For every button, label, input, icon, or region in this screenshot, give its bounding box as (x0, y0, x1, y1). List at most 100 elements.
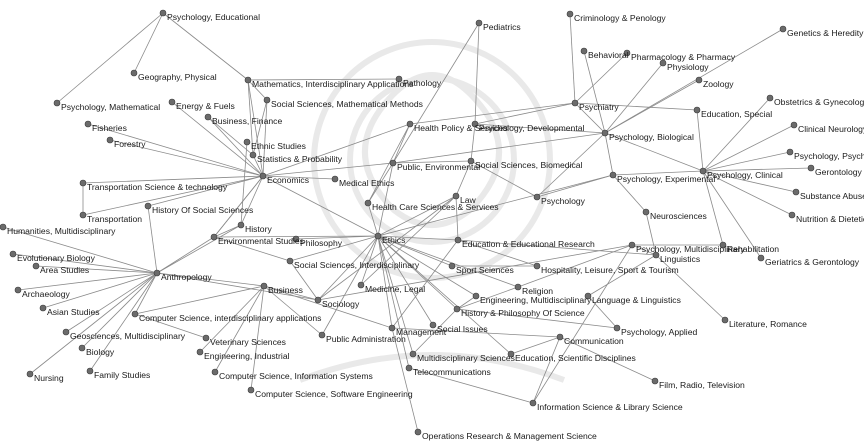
node-label-sport: Sport Sciences (456, 265, 514, 275)
node-eng_ind (196, 348, 204, 356)
edge-med_legal-ethics (360, 235, 379, 286)
node-label-area: Area Studies (40, 265, 89, 275)
node-label-psych_clinical: Psychology, Clinical (707, 170, 783, 180)
node-label-eng_multi: Engineering, Multidisciplinary (480, 295, 592, 305)
edge-psychiatry-psych_dev (474, 102, 576, 125)
node-label-psych_psychoanalysis: Psychology, Psychoanalysis (794, 151, 864, 161)
edge-physiology-psych_bio (604, 62, 664, 134)
node-label-family: Family Studies (94, 370, 150, 380)
node-cs_inter (131, 310, 139, 318)
edge-economics-public_env (262, 162, 394, 177)
edge-hc_sci-public_env (367, 162, 394, 204)
edge-family-anthropology (89, 272, 158, 372)
edge-cs_soft-business (250, 285, 265, 391)
node-business (260, 282, 268, 290)
node-film (651, 377, 659, 385)
node-physiology (659, 59, 667, 67)
node-label-multi_sci: Multidisciplinary Sciences (417, 353, 515, 363)
edge-hist_ss-anthropology (147, 205, 158, 274)
node-health_policy (406, 120, 414, 128)
node-psych_psychoanalysis (786, 148, 794, 156)
node-archaeology (14, 286, 22, 294)
node-psych_edu (159, 9, 167, 17)
edge-psych_bio-psychology (536, 132, 606, 198)
node-label-edu_research: Education & Educational Research (462, 239, 595, 249)
node-public_admin (318, 331, 326, 339)
edge-telecom-info_sci (408, 367, 534, 404)
node-label-transp_sci: Transportation Science & technology (87, 182, 228, 192)
node-label-physiology: Physiology (667, 62, 709, 72)
node-cs_soft (247, 386, 255, 394)
edge-edu_sci-ethics (377, 235, 512, 355)
node-geo_phys (130, 69, 138, 77)
node-edu_sci (507, 350, 515, 358)
node-label-stat_prob: Statistics & Probability (257, 154, 343, 164)
edge-psych_edu-geo_phys (133, 12, 164, 74)
node-label-psych_dev: Psychology, Developmental (479, 123, 584, 133)
node-hist_ss (144, 202, 152, 210)
edge-evo_bio-anthropology (12, 253, 158, 274)
node-env_studies (210, 233, 218, 241)
node-fisheries (84, 120, 92, 128)
node-label-social_issues: Social Issues (437, 324, 488, 334)
node-label-lang_ling: Language & Linguistics (592, 295, 681, 305)
node-obstetrics (766, 94, 774, 102)
node-label-pharma: Pharmacology & Pharmacy (631, 52, 736, 62)
edge-telecom-ethics (377, 235, 410, 369)
edge-anthropology-history (156, 224, 242, 274)
node-label-med_ethics: Medical Ethics (339, 178, 394, 188)
node-label-behavioral: Behavioral (588, 50, 629, 60)
node-label-literature: Literature, Romance (729, 319, 807, 329)
edge-math_inter-economics (247, 79, 264, 177)
node-psych_dev (471, 120, 479, 128)
edge-substance-psych_clinical (702, 170, 797, 193)
edge-layer (2, 12, 812, 433)
edge-public_env-ss_biomed (392, 160, 472, 164)
edge-religion-hist_phil_sci (456, 286, 519, 310)
edge-ethics-law (377, 195, 457, 237)
node-label-criminology: Criminology & Penology (574, 13, 666, 23)
edge-economics-health_policy (262, 123, 411, 177)
node-family (86, 367, 94, 375)
node-ops_research (414, 428, 422, 436)
edge-genetics-psych_bio (604, 28, 784, 134)
node-lang_ling (584, 292, 592, 300)
node-label-env_studies: Environmental Studies (218, 236, 304, 246)
node-label-film: Film, Radio, Television (659, 380, 745, 390)
node-evo_bio (9, 250, 17, 258)
node-sociology (314, 296, 322, 304)
node-label-nursing: Nursing (34, 373, 64, 383)
edge-hc_sci-health_policy (367, 123, 411, 204)
node-label-hospitality: Hospitality, Leisure, Sport & Tourism (541, 265, 679, 275)
node-label-gerontology: Gerontology (815, 167, 863, 177)
node-label-ethnic: Ethnic Studies (251, 141, 306, 151)
edge-hist_phil_sci-psych_applied (456, 308, 618, 329)
edge-cs_inter-business (134, 285, 265, 315)
edge-cs_inter-vet (134, 313, 207, 339)
edge-linguistics-lang_ling (587, 254, 657, 297)
node-ss_biomed (467, 157, 475, 165)
edge-cs_info-business (214, 285, 265, 373)
edge-area-anthropology (35, 265, 158, 274)
edge-pharma-psychiatry (574, 52, 628, 104)
node-label-vet: Veterinary Sciences (210, 337, 286, 347)
node-label-geriatrics: Geriatrics & Gerontology (765, 257, 860, 267)
edge-psych_applied-lang_ling (587, 295, 618, 329)
edge-criminology-psychiatry (569, 13, 576, 104)
node-area (32, 262, 40, 270)
edge-geosci-anthropology (65, 272, 158, 333)
edge-psych_edu-psych_math (56, 12, 164, 104)
node-linguistics (652, 251, 660, 259)
node-substance (792, 188, 800, 196)
node-forestry (106, 136, 114, 144)
node-label-ethics: Ethics (382, 235, 405, 245)
node-gerontology (807, 164, 815, 172)
edge-linguistics-literature (655, 254, 726, 321)
edge-ss_inter-sociology (289, 260, 319, 301)
node-cs_info (211, 368, 219, 376)
node-energy (168, 98, 176, 106)
node-label-economics: Economics (267, 175, 309, 185)
edge-public_env-psych_bio (392, 132, 606, 164)
edge-psych_exp-neurosciences (612, 174, 647, 213)
node-edu_special (693, 106, 701, 114)
